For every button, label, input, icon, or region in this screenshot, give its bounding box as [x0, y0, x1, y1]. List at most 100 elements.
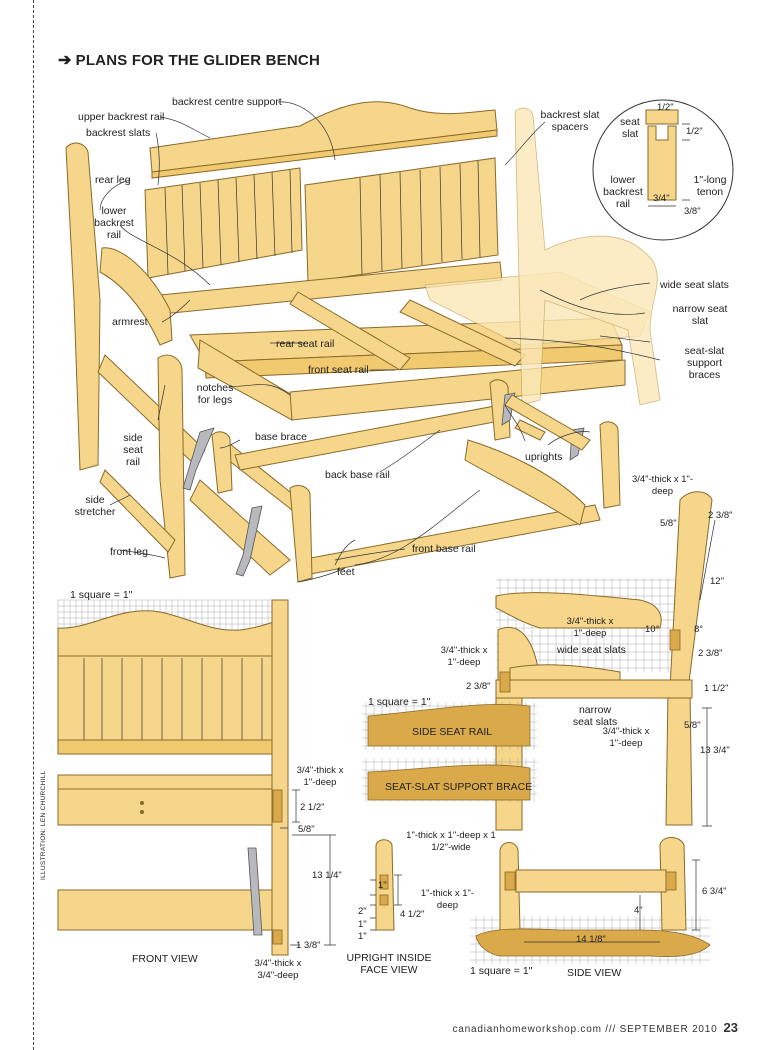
glider-arm-1 [182, 427, 215, 491]
side-view-dim-6-3-4: 6 3/4" [702, 886, 727, 897]
front-view-dim-5-8: 5/8" [298, 824, 315, 835]
right-side-ghost [514, 107, 661, 406]
front-view-mortise-bottom [272, 929, 283, 945]
arrow-icon: ➔ [58, 52, 72, 69]
side-view-armrest [495, 592, 662, 629]
upright-mortise-2 [379, 894, 389, 906]
upper-backrest-rail [149, 101, 498, 173]
inset-dim-top: 1/2" [657, 102, 674, 113]
label-uprights: uprights [525, 451, 563, 463]
label-back-base-rail: back base rail [325, 469, 390, 481]
backrest-slats-right [304, 157, 499, 283]
side-seat-rail-template-label: SIDE SEAT RAIL [412, 726, 493, 738]
side-view-scale: 1 square = 1" [368, 696, 431, 708]
side-view-mortise-front [499, 671, 511, 693]
upright-3 [211, 431, 233, 494]
side-view-mortise-upper: 3/4"-thick x 1"-deep [631, 474, 694, 497]
side-view-mortise-base: 1"-thick x 1"-deep x 1 1/2"-wide [406, 830, 496, 853]
side-view-rear-leg-lower [665, 689, 693, 826]
side-view-dim-13-3-4: 13 3/4" [700, 745, 730, 756]
front-view-glider-arm [247, 847, 263, 936]
label-rear-seat-rail: rear seat rail [276, 338, 335, 350]
side-view-rear-leg-upper [669, 491, 713, 691]
side-view-mortise-arm [669, 629, 681, 651]
label-base-brace: base brace [255, 431, 307, 443]
upright-dim-4-1-2: 4 1/2" [400, 909, 425, 920]
upright-dim-1b: 1" [358, 919, 367, 930]
side-view-narrow-seat-slats: narrow seat slats [572, 704, 618, 728]
label-backrest-slat-spacers: backrest slat spacers [540, 109, 600, 133]
side-view-caption: SIDE VIEW [567, 967, 622, 979]
front-base-rail [299, 504, 601, 576]
side-view-angle-8: 8° [694, 624, 704, 635]
inset-slat: slat [622, 128, 639, 140]
front-view-dim-1-3-8: 1 3/8" [296, 940, 321, 951]
front-view-seat-rail-top [57, 774, 285, 790]
side-view-seat-rail [495, 679, 693, 699]
label-feet: feet [337, 566, 355, 578]
side-view-dim-12: 12" [710, 576, 724, 587]
label-lower-backrest-rail: lower backrest rail [94, 205, 134, 241]
front-view-lower-rail [57, 739, 285, 755]
inset-dim-mid: 1/2" [686, 126, 703, 137]
label-armrest: armrest [112, 316, 148, 328]
label-notches-for-legs: notches for legs [196, 382, 234, 406]
side-view-mortise-low: 3/4"-thick x 1"-deep [602, 726, 650, 749]
side-view-dim-2-3-8b: 2 3/8" [698, 648, 723, 659]
side-view-angle-10: 10° [645, 624, 660, 635]
label-seat-slat-support-braces: seat-slat support braces [684, 345, 725, 381]
foot-right [464, 439, 586, 526]
side-stretcher [99, 469, 176, 553]
inset-dim-b: 3/8" [684, 206, 701, 217]
front-leg [157, 354, 186, 579]
front-view-caption: FRONT VIEW [132, 953, 198, 965]
page-footer: canadianhomeworkshop.com /// SEPTEMBER 2… [452, 1020, 738, 1035]
inset-rail [647, 125, 677, 201]
side-rail-right [504, 394, 591, 451]
inset-slat [645, 109, 679, 125]
label-side-stretcher: side stretcher [74, 494, 116, 518]
illustration-credit: ILLUSTRATION: LEN CHURCHILL [40, 770, 47, 880]
inset-lower-backrest-rail: lower backrest rail [603, 174, 643, 210]
front-view-mortise-top [272, 789, 283, 823]
front-view-seat-rail [57, 788, 285, 826]
side-view-mortise-base2: 1"-thick x 1"-deep [420, 888, 475, 911]
front-view-dim-13-1-4: 13 1/4" [312, 870, 342, 881]
side-view-dim-5-8: 5/8" [660, 518, 677, 529]
foot-left [189, 479, 291, 576]
upright-mortise-1 [379, 874, 389, 890]
glider-arm-2 [235, 505, 263, 577]
rear-leg [65, 142, 101, 471]
side-view-dim-2-3-8a: 2 3/8" [708, 510, 733, 521]
armrest [99, 247, 173, 346]
label-wide-seat-slats: wide seat slats [660, 279, 729, 291]
side-seat-rail-template [367, 704, 531, 747]
support-brace-template-label: SEAT-SLAT SUPPORT BRACE [385, 781, 533, 793]
page-fold-dashed-line [33, 0, 34, 1050]
label-upper-backrest-rail: upper backrest rail [78, 111, 165, 123]
side-view-dim-1-1-2: 1 1/2" [704, 683, 729, 694]
side-seat-rail [97, 354, 206, 466]
label-front-leg: front leg [110, 546, 148, 558]
page-number: 23 [723, 1020, 738, 1035]
front-view-leg [271, 599, 289, 956]
side-view-mortise-front: 3/4"-thick x 1"-deep [440, 645, 488, 668]
backrest-slats-left [144, 167, 303, 279]
upper-backrest-rail-edge [151, 129, 498, 179]
front-view-scale: 1 square = 1" [70, 589, 133, 601]
support-brace-2 [399, 299, 526, 367]
side-view-foot [475, 928, 711, 957]
side-view-base-mortise-right [665, 871, 677, 891]
page-title: ➔PLANS FOR THE GLIDER BENCH [58, 52, 320, 69]
side-view-base-brace [515, 869, 667, 893]
upright-caption: UPRIGHT INSIDE FACE VIEW [346, 952, 432, 976]
upright-1 [289, 485, 313, 583]
inset-tenon: 1"-long tenon [693, 174, 727, 198]
label-rear-leg: rear leg [95, 174, 131, 186]
inset-seat: seat [620, 116, 640, 128]
label-front-base-rail: front base rail [412, 543, 476, 555]
side-view-mortise-arm: 3/4"-thick x 1"-deep [566, 616, 614, 639]
upright-dim-1: 1" [378, 880, 387, 891]
side-view-scale2: 1 square = 1" [470, 965, 533, 977]
